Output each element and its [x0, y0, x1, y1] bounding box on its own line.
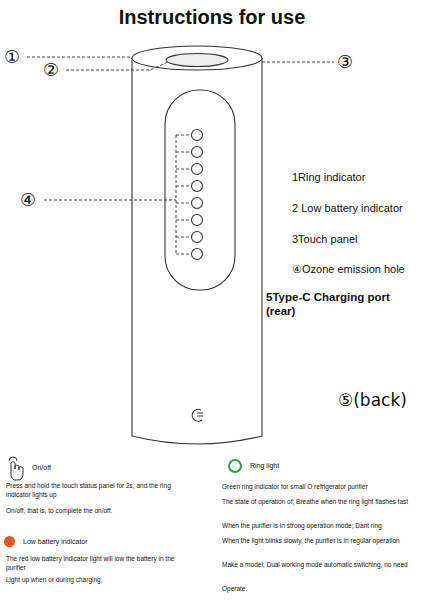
legend-item: On/off: [32, 463, 51, 472]
legend-text: Low battery indicator: [23, 537, 88, 546]
ring-indicator: [166, 54, 228, 67]
note: The state of operation of; Breathe when …: [222, 498, 418, 507]
part-name: 1Ring indicator: [292, 171, 420, 184]
callout-number: ②: [43, 59, 67, 81]
low-battery-swatch: [4, 536, 15, 547]
front-window: [165, 90, 235, 290]
part-name: ④Ozone emission hole: [292, 263, 420, 276]
cylinder-top: [132, 46, 262, 70]
callout-number: ⑤(back): [338, 390, 420, 410]
legend-text: Ring light: [250, 461, 279, 470]
legend-item: Ring light: [228, 459, 279, 473]
title: Instructions for use: [0, 4, 424, 30]
part-name: 3Touch panel: [292, 233, 420, 246]
note: Operate.: [222, 585, 418, 594]
note: When the purifier is in strong operation…: [222, 522, 418, 531]
part-name: 5Type-C Charging port (rear): [266, 291, 422, 319]
note: The red low battery indicator light will…: [6, 555, 196, 573]
leader-lines: [27, 57, 334, 254]
note: Light up when or during charging.: [6, 576, 196, 585]
callout-number: ④: [20, 189, 44, 211]
callout-number: ③: [337, 51, 361, 73]
ring-light-swatch: [228, 459, 242, 473]
legend-text: On/off: [32, 463, 51, 472]
note: When the light blinks slowly, the purifi…: [222, 537, 418, 546]
note: Green ring indicator for small O refrige…: [222, 483, 418, 492]
note: Press and hold the touch status panel fo…: [6, 482, 196, 500]
callout-number: ①: [4, 46, 28, 68]
part-name: 2 Low battery indicator: [292, 202, 420, 215]
legend-item: Low battery indicator: [4, 536, 88, 547]
power-icon: [192, 409, 203, 421]
note: On/off, that is, to complete the on/off.: [6, 507, 196, 516]
note: Make a model; Dual working mode automati…: [222, 561, 418, 570]
ozone-holes: [192, 130, 203, 260]
hand-icon: [9, 457, 23, 480]
cylinder-body: [132, 58, 262, 444]
